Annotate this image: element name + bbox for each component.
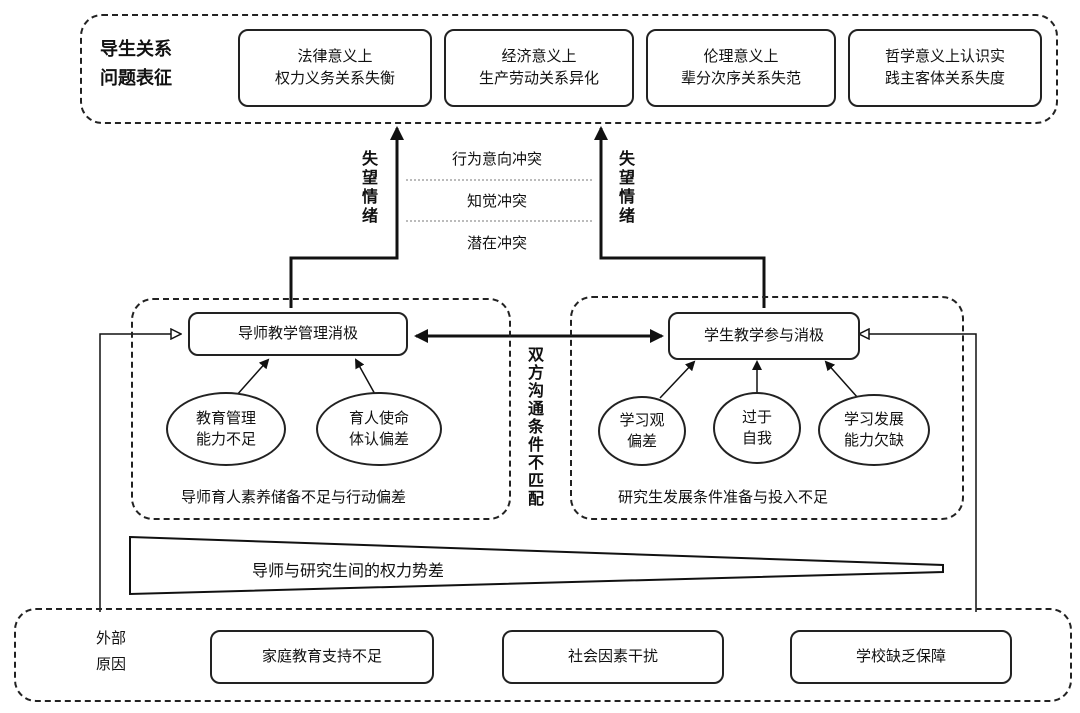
student-negative-box: 学生教学参与消极 bbox=[668, 312, 860, 360]
legal-dimension-box: 法律意义上 权力义务关系失衡 bbox=[238, 29, 432, 107]
supervisor-negative-box: 导师教学管理消极 bbox=[188, 312, 408, 356]
right-disappointment-label: 失望情绪 bbox=[616, 150, 635, 226]
economic-dimension-box: 经济意义上 生产劳动关系异化 bbox=[444, 29, 634, 107]
student-factors-group bbox=[570, 296, 964, 520]
self-centered-ellipse: 过于 自我 bbox=[713, 392, 801, 464]
left-up-connector bbox=[289, 126, 404, 308]
family-support-box: 家庭教育支持不足 bbox=[210, 630, 434, 684]
communication-mismatch-label: 双方沟通条件不匹配 bbox=[525, 346, 544, 508]
external-causes-label: 外部 原因 bbox=[96, 629, 127, 673]
perceptual-conflict: 知觉冲突 bbox=[467, 192, 528, 210]
latent-conflict: 潜在冲突 bbox=[467, 234, 528, 252]
external-causes-group bbox=[14, 608, 1072, 702]
behavioral-conflict: 行为意向冲突 bbox=[452, 150, 543, 168]
external-right-connector bbox=[860, 334, 977, 612]
power-gap-wedge bbox=[129, 535, 944, 596]
student-caption: 研究生发展条件准备与投入不足 bbox=[618, 488, 829, 506]
philosophical-dimension-box: 哲学意义上认识实 践主客体关系失度 bbox=[848, 29, 1042, 107]
management-ability-ellipse: 教育管理 能力不足 bbox=[166, 392, 286, 466]
left-disappointment-label: 失望情绪 bbox=[359, 150, 378, 226]
supervisor-caption: 导师育人素养储备不足与行动偏差 bbox=[181, 488, 407, 506]
power-gap-label: 导师与研究生间的权力势差 bbox=[252, 561, 445, 580]
supervisor-factors-group bbox=[131, 298, 511, 520]
learning-view-ellipse: 学习观 偏差 bbox=[598, 396, 686, 466]
right-up-connector bbox=[594, 126, 766, 308]
school-guarantee-box: 学校缺乏保障 bbox=[790, 630, 1012, 684]
social-factors-box: 社会因素干扰 bbox=[502, 630, 724, 684]
mission-recognition-ellipse: 育人使命 体认偏差 bbox=[316, 392, 442, 466]
ethical-dimension-box: 伦理意义上 辈分次序关系失范 bbox=[646, 29, 836, 107]
problem-title: 导生关系 问题表征 bbox=[100, 39, 172, 89]
development-ability-ellipse: 学习发展 能力欠缺 bbox=[818, 394, 930, 466]
external-left-connector bbox=[99, 334, 180, 612]
problem-representation-group bbox=[80, 14, 1058, 124]
